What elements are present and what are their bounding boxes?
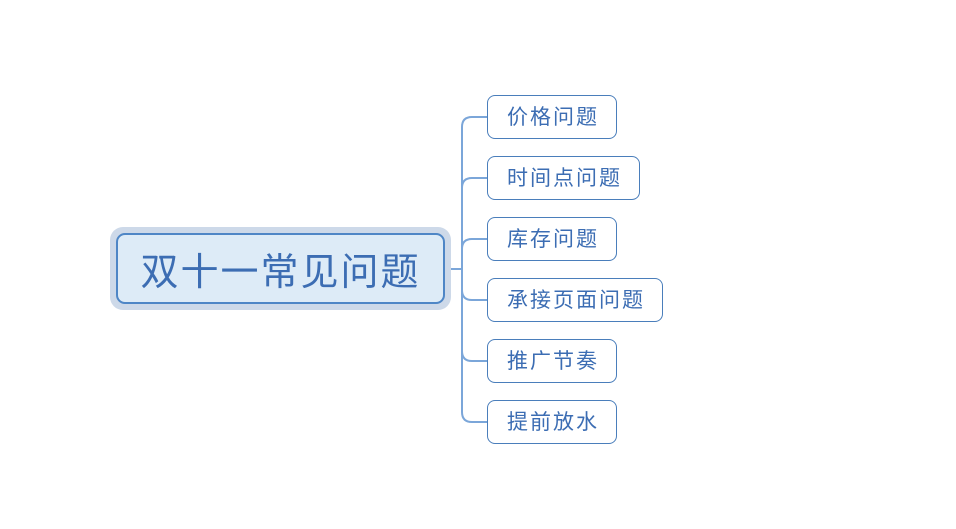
subtopic[interactable]: 承接页面问题 bbox=[487, 278, 663, 322]
subtopic[interactable]: 库存问题 bbox=[487, 217, 617, 261]
root-topic-selection-halo: 双十一常见问题 bbox=[110, 227, 451, 310]
subtopic[interactable]: 时间点问题 bbox=[487, 156, 640, 200]
subtopic[interactable]: 提前放水 bbox=[487, 400, 617, 444]
root-topic[interactable]: 双十一常见问题 bbox=[116, 233, 445, 304]
subtopic[interactable]: 推广节奏 bbox=[487, 339, 617, 383]
subtopic[interactable]: 价格问题 bbox=[487, 95, 617, 139]
